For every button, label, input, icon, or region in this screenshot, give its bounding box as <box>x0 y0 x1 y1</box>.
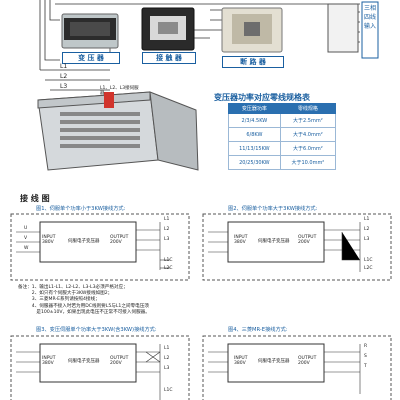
diagram-2 <box>202 213 392 281</box>
spec-cell-neutral: 大于10.0mm² <box>279 155 337 170</box>
top-wiring-diagram <box>37 0 379 171</box>
diagram-1-terminal-u: U <box>24 226 28 231</box>
table-row: 11/13/15KW 大于6.0mm² <box>228 141 337 156</box>
note-line: 3、三菱MR-E系列请按照4接线； <box>18 297 100 303</box>
diagram-3 <box>10 335 190 400</box>
spec-cell-power: 2/3/4.5KW <box>228 113 281 128</box>
spec-cell-neutral: 大于2.5mm² <box>279 113 337 128</box>
diagram-4-output-label: OUTPUT 200V <box>298 356 317 366</box>
diagram-3-out-l1: L1 <box>164 346 170 351</box>
diagram-4-out-r: R <box>364 344 368 349</box>
diagram-3-output-label: OUTPUT 200V <box>110 356 129 366</box>
diagram-3-out-l3: L3 <box>164 366 170 371</box>
diagram-2-out-l3: L3 <box>364 237 370 242</box>
three-phase-label: 三相四线输入 <box>364 5 377 30</box>
diagram-2-out-l2c: L2C <box>364 266 373 271</box>
servo-connection-note: L1、L2、L3接伺服器 <box>100 86 139 96</box>
diagram-1-out-l1c: L1C <box>164 258 173 263</box>
note-line: 4、伺服器不接入时若为用DC线则要L5与L1之间零电压须 <box>18 303 149 309</box>
diagram-1-terminal-v: V <box>24 236 28 241</box>
transformer-label: 变 压 器 <box>62 52 120 64</box>
line-label-l1: L1 <box>60 63 68 70</box>
spec-cell-power: 20/25/30KW <box>228 155 281 170</box>
note-line: 2、如只有个伺服大于3KW接线如图2； <box>18 291 113 297</box>
diagram-2-out-l1: L1 <box>364 217 370 222</box>
note-line: 是100±10V，如果出现此电压不正常不可接入伺服器。 <box>18 309 150 315</box>
diagram-1-out-l1: L1 <box>164 217 170 222</box>
diagram-1-title: 图1、伺服单个功率小于3KW接线方式: <box>36 206 126 212</box>
breaker-label: 断 路 器 <box>222 56 284 68</box>
spec-table-header-row: 变压器功率 零线规格 <box>228 103 337 114</box>
diagram-1 <box>10 213 190 281</box>
spec-cell-power: 6/8KW <box>228 127 281 142</box>
diagram-4-center-label: 伺服电子变压器 <box>258 359 290 364</box>
spec-table: 变压器功率 零线规格 2/3/4.5KW 大于2.5mm² 6/8KW 大于4.… <box>228 103 337 170</box>
table-row: 6/8KW 大于4.0mm² <box>228 127 337 142</box>
diagram-4-title: 图4、三菱MR-E接线方式: <box>228 327 288 333</box>
spec-header-power: 变压器功率 <box>228 103 281 114</box>
diagram-2-input-label: INPUT 380V <box>234 235 248 245</box>
spec-table-title: 变压器功率对应零线规格表 <box>214 93 310 102</box>
spec-cell-neutral: 大于4.0mm² <box>279 127 337 142</box>
spec-cell-power: 11/13/15KW <box>228 141 281 156</box>
diagram-2-out-l1c: L1C <box>364 258 373 263</box>
diagram-1-output-label: OUTPUT 200V <box>110 235 129 245</box>
diagram-3-out-l1c: L1C <box>164 388 173 393</box>
line-label-l2: L2 <box>60 73 68 80</box>
spec-header-neutral: 零线规格 <box>279 103 337 114</box>
diagram-4 <box>202 335 392 400</box>
diagram-2-center-label: 伺服电子变压器 <box>258 239 290 244</box>
contactor-label: 接 触 器 <box>142 52 196 64</box>
diagram-1-input-label: INPUT 380V <box>42 235 56 245</box>
diagram-2-out-l2: L2 <box>364 227 370 232</box>
table-row: 20/25/30KW 大于10.0mm² <box>228 155 337 170</box>
diagram-2-output-label: OUTPUT 200V <box>298 235 317 245</box>
wiring-heading: 接 线 图 <box>20 194 50 203</box>
spec-cell-neutral: 大于6.0mm² <box>279 141 337 156</box>
diagram-4-out-s: S <box>364 354 367 359</box>
table-row: 2/3/4.5KW 大于2.5mm² <box>228 113 337 128</box>
diagram-4-input-label: INPUT 380V <box>234 356 248 366</box>
note-line: 备注：1、输出L1-L1、L2-L2、L3-L3必须严格对应； <box>18 285 128 290</box>
diagram-1-terminal-w: W <box>24 246 29 251</box>
diagram-3-input-label: INPUT 380V <box>42 356 56 366</box>
diagram-1-center-label: 伺服电子变压器 <box>68 239 100 244</box>
diagram-1-out-l3: L3 <box>164 237 170 242</box>
line-label-l3: L3 <box>60 83 68 90</box>
diagram-3-out-l2: L2 <box>164 356 170 361</box>
notes-block: 备注：1、输出L1-L1、L2-L2、L3-L3必须严格对应； 2、如只有个伺服… <box>18 285 150 316</box>
diagram-1-out-l2c: L2C <box>164 266 173 271</box>
diagram-3-center-label: 伺服电子变压器 <box>68 359 100 364</box>
diagram-3-title: 图3、变压伺服单个功率大于3KW(含3KW)接线方式: <box>36 327 157 333</box>
diagram-1-out-l2: L2 <box>164 227 170 232</box>
diagram-2-title: 图2、伺服单个功率大于3KW接线方式: <box>228 206 318 212</box>
diagram-4-out-t: T <box>364 364 367 369</box>
